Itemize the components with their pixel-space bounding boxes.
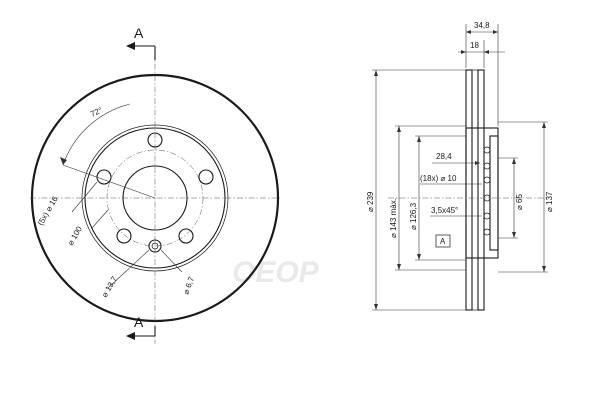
- friction-ring-right: [477, 69, 485, 311]
- section-label-box: [435, 234, 451, 248]
- dim-239-arrow-b: [374, 304, 378, 310]
- dim-239-arrow-t: [374, 70, 378, 76]
- vent-hole: [483, 146, 491, 154]
- dim-65-label: ⌀ 65: [515, 194, 524, 210]
- angle-arc: [62, 103, 131, 166]
- section-label-bottom: A: [134, 314, 144, 330]
- angle-arrow: [60, 157, 67, 165]
- dim-18-label: 18: [470, 41, 479, 50]
- vent-hole: [483, 162, 491, 170]
- small-hole-label: ⌀ 6,7: [181, 275, 196, 296]
- vent-hole-label: (18x) ⌀ 10: [420, 174, 457, 183]
- bolt-hole: [178, 228, 194, 244]
- dim-239-label: ⌀ 239: [366, 191, 375, 212]
- bolt-hole: [198, 169, 214, 185]
- bolt-hole-label: (5x) ⌀ 16: [36, 194, 60, 227]
- dim-34-label: 34,8: [474, 21, 490, 30]
- section-arrow-top: [126, 42, 135, 50]
- bolt-hole: [116, 228, 132, 244]
- dim-65-arrow-b: [512, 232, 516, 238]
- hat-flange: [489, 135, 499, 251]
- friction-ring-left: [465, 69, 473, 311]
- centering-hole-leader: [107, 249, 150, 289]
- vent-holes: [483, 146, 491, 236]
- dim-28-label: 28,4: [436, 152, 452, 161]
- dim-143-arrow-b: [397, 264, 401, 270]
- angle-label: 72°: [89, 106, 104, 119]
- dim-126-arrow-b: [417, 254, 421, 260]
- dim-126-arrow-t: [417, 136, 421, 142]
- dim-34-arrow-r: [493, 30, 498, 34]
- dim-137-arrow-t: [542, 122, 546, 128]
- front-view: A A 72° (5x) ⌀ 16 ⌀ 100 ⌀ 13,7 ⌀ 6,7: [30, 25, 280, 344]
- chamfer-label: 3,5x45°: [431, 206, 458, 215]
- centering-hole-inner: [151, 242, 159, 250]
- vent-hole: [483, 176, 491, 184]
- dim-28-arrow-r: [475, 161, 480, 165]
- vent-hole: [483, 228, 491, 236]
- dim-143-label: ⌀ 143 máx.: [389, 198, 398, 238]
- dim-143-arrow-t: [397, 126, 401, 132]
- bolt-hole: [147, 132, 163, 148]
- centering-hole-label: ⌀ 13,7: [100, 274, 119, 299]
- bolt-hole: [96, 169, 112, 185]
- pitch-circle-label: ⌀ 100: [66, 224, 84, 247]
- bolt-hole-leader: [71, 181, 98, 213]
- dim-18-arrow-l: [461, 50, 466, 54]
- small-hole-leader: [160, 249, 183, 273]
- watermark: OEOP: [232, 256, 320, 289]
- vent-hole: [483, 212, 491, 220]
- dim-34-arrow-l: [466, 30, 471, 34]
- dim-137-arrow-b: [542, 266, 546, 272]
- section-view: 34,8 18 ⌀ 239 ⌀ 143 máx. ⌀ 126,3 28,4: [366, 21, 554, 311]
- hat-body: [465, 127, 499, 259]
- angle-leader: [62, 164, 156, 199]
- section-label-top: A: [134, 25, 144, 41]
- dim-65-arrow-t: [512, 158, 516, 164]
- pitch-circle-leader: [91, 209, 109, 229]
- dim-126-label: ⌀ 126,3: [409, 202, 418, 230]
- section-arrow-bottom: [126, 332, 135, 340]
- dim-137-label: ⌀ 137: [545, 191, 554, 212]
- section-label-a: A: [440, 237, 446, 246]
- centering-hole: [148, 239, 162, 253]
